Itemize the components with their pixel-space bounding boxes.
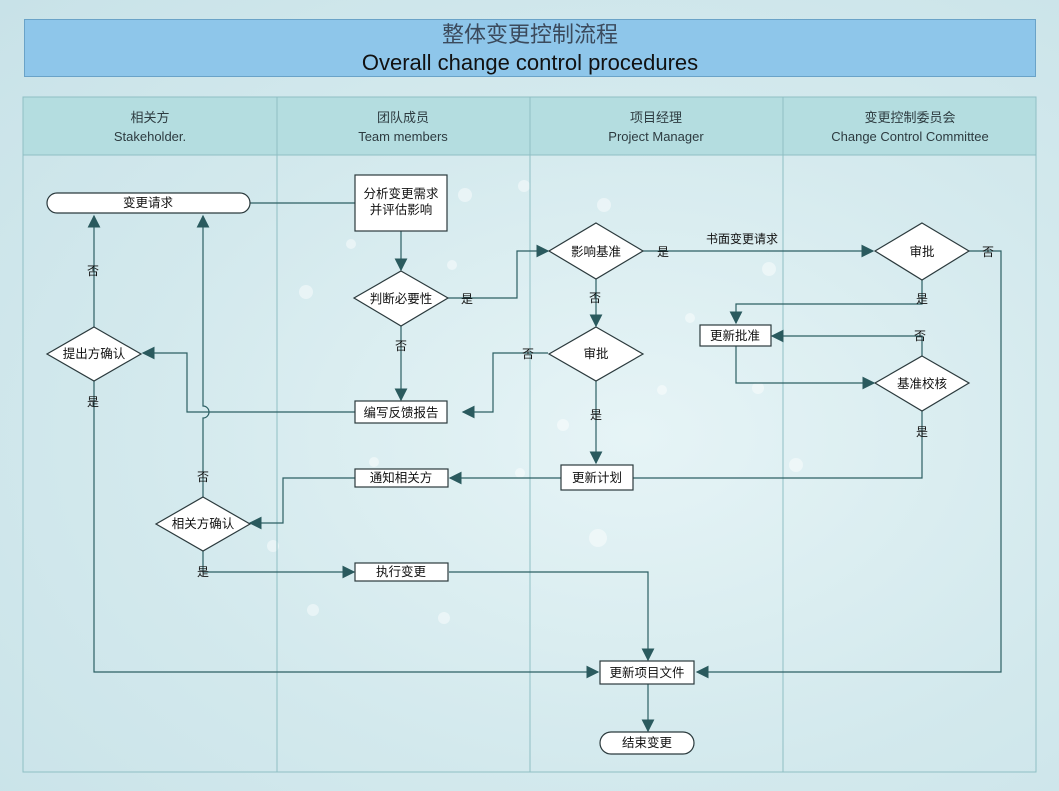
node-impact-baseline-decision: 影响基准: [547, 222, 645, 280]
edge-necessity-to-impact: [448, 244, 550, 299]
label-yes: 是: [197, 565, 209, 579]
edge-stakeholder-confirm-to-request: [196, 214, 210, 497]
node-label: 更新批准: [710, 328, 760, 343]
node-label: 基准校核: [897, 376, 948, 391]
node-label: 编写反馈报告: [363, 405, 438, 420]
label-no: 否: [87, 264, 99, 278]
label-no: 否: [914, 329, 926, 343]
node-label: 结束变更: [622, 735, 673, 750]
node-notify-stakeholder: 通知相关方: [354, 468, 449, 488]
label-no: 否: [197, 470, 209, 484]
node-update-plan: 更新计划: [560, 464, 634, 491]
node-label: 判断必要性: [370, 291, 433, 306]
node-submitter-confirm-decision: 提出方确认: [45, 326, 143, 382]
lane-title-cn: 相关方: [130, 110, 169, 125]
lane-title-cn: 变更控制委员会: [864, 110, 955, 125]
lane-title-cn: 项目经理: [630, 110, 682, 125]
edge-pm-approve-to-feedback: [461, 352, 548, 419]
label-yes: 是: [657, 245, 669, 259]
edge-ccb-no-to-docs: [695, 250, 1002, 679]
edge-feedback-to-submitter: [141, 346, 355, 413]
edge-labels: 否 是 是 否 是 书面变更请求 否 否 是 否 是 否 是 否 是: [87, 231, 994, 579]
node-label-line2: 并评估影响: [370, 202, 433, 217]
node-baseline-check-decision: 基准校核: [873, 355, 971, 412]
node-label: 变更请求: [123, 195, 174, 210]
label-yes: 是: [87, 395, 99, 409]
lane-title-en: Stakeholder.: [114, 129, 186, 144]
connectors: [87, 202, 1002, 733]
node-label: 执行变更: [376, 564, 427, 579]
edge-approval-to-baseline: [735, 346, 876, 390]
lane-title-cn: 团队成员: [377, 110, 429, 125]
node-label: 提出方确认: [63, 346, 126, 361]
node-change-request: 变更请求: [46, 192, 251, 214]
node-label: 相关方确认: [172, 516, 235, 531]
label-yes: 是: [916, 425, 928, 439]
edge-confirm-to-execute: [202, 551, 356, 579]
lane-header-ccb: 变更控制委员会 Change Control Committee: [831, 110, 989, 144]
edge-submitter-to-docs: [93, 381, 600, 679]
edge-ccb-to-update-approval: [729, 280, 923, 325]
lane-header-pm: 项目经理 Project Manager: [608, 110, 704, 144]
node-necessity-decision: 判断必要性: [352, 270, 450, 327]
edge-baseline-to-plan: [633, 411, 923, 479]
node-update-approval: 更新批准: [699, 324, 772, 347]
node-analyze-change: 分析变更需求 并评估影响: [354, 174, 448, 232]
lane-title-en: Team members: [358, 129, 448, 144]
label-written-request: 书面变更请求: [706, 231, 778, 246]
node-label: 通知相关方: [370, 470, 433, 485]
label-no: 否: [982, 245, 994, 259]
lane-header-stakeholder: 相关方 Stakeholder.: [114, 110, 186, 144]
node-update-docs: 更新项目文件: [599, 660, 695, 685]
edge-execute-to-docs: [449, 571, 655, 662]
node-execute-change: 执行变更: [354, 562, 449, 582]
lane-title-en: Change Control Committee: [831, 129, 989, 144]
node-pm-approve-decision: 审批: [547, 326, 645, 382]
node-label: 审批: [583, 346, 608, 361]
node-label: 更新项目文件: [609, 665, 684, 680]
title-english: Overall change control procedures: [361, 50, 699, 75]
edge-notify-to-stakeholder-confirm: [248, 477, 355, 530]
edge-baseline-no-to-approval: [770, 329, 923, 356]
node-label: 更新计划: [572, 470, 622, 485]
node-stakeholder-confirm-decision: 相关方确认: [154, 496, 252, 552]
label-yes: 是: [461, 292, 473, 306]
title-chinese: 整体变更控制流程: [441, 23, 618, 48]
node-label-line1: 分析变更需求: [363, 186, 439, 201]
label-yes: 是: [590, 408, 602, 422]
title-banner: 整体变更控制流程 Overall change control procedur…: [24, 19, 1036, 77]
lane-title-en: Project Manager: [608, 129, 704, 144]
label-yes: 是: [916, 292, 928, 306]
label-no: 否: [395, 339, 407, 353]
node-write-feedback: 编写反馈报告: [354, 400, 448, 424]
node-end-change: 结束变更: [599, 731, 695, 755]
background-decoration: [267, 180, 803, 624]
label-no: 否: [589, 291, 601, 305]
lane-header-team: 团队成员 Team members: [358, 110, 448, 144]
node-ccb-approve-decision: 审批: [873, 222, 971, 281]
swimlane-frame: [22, 96, 1037, 773]
node-label: 影响基准: [571, 244, 621, 259]
label-no: 否: [522, 347, 534, 361]
node-label: 审批: [909, 244, 934, 259]
